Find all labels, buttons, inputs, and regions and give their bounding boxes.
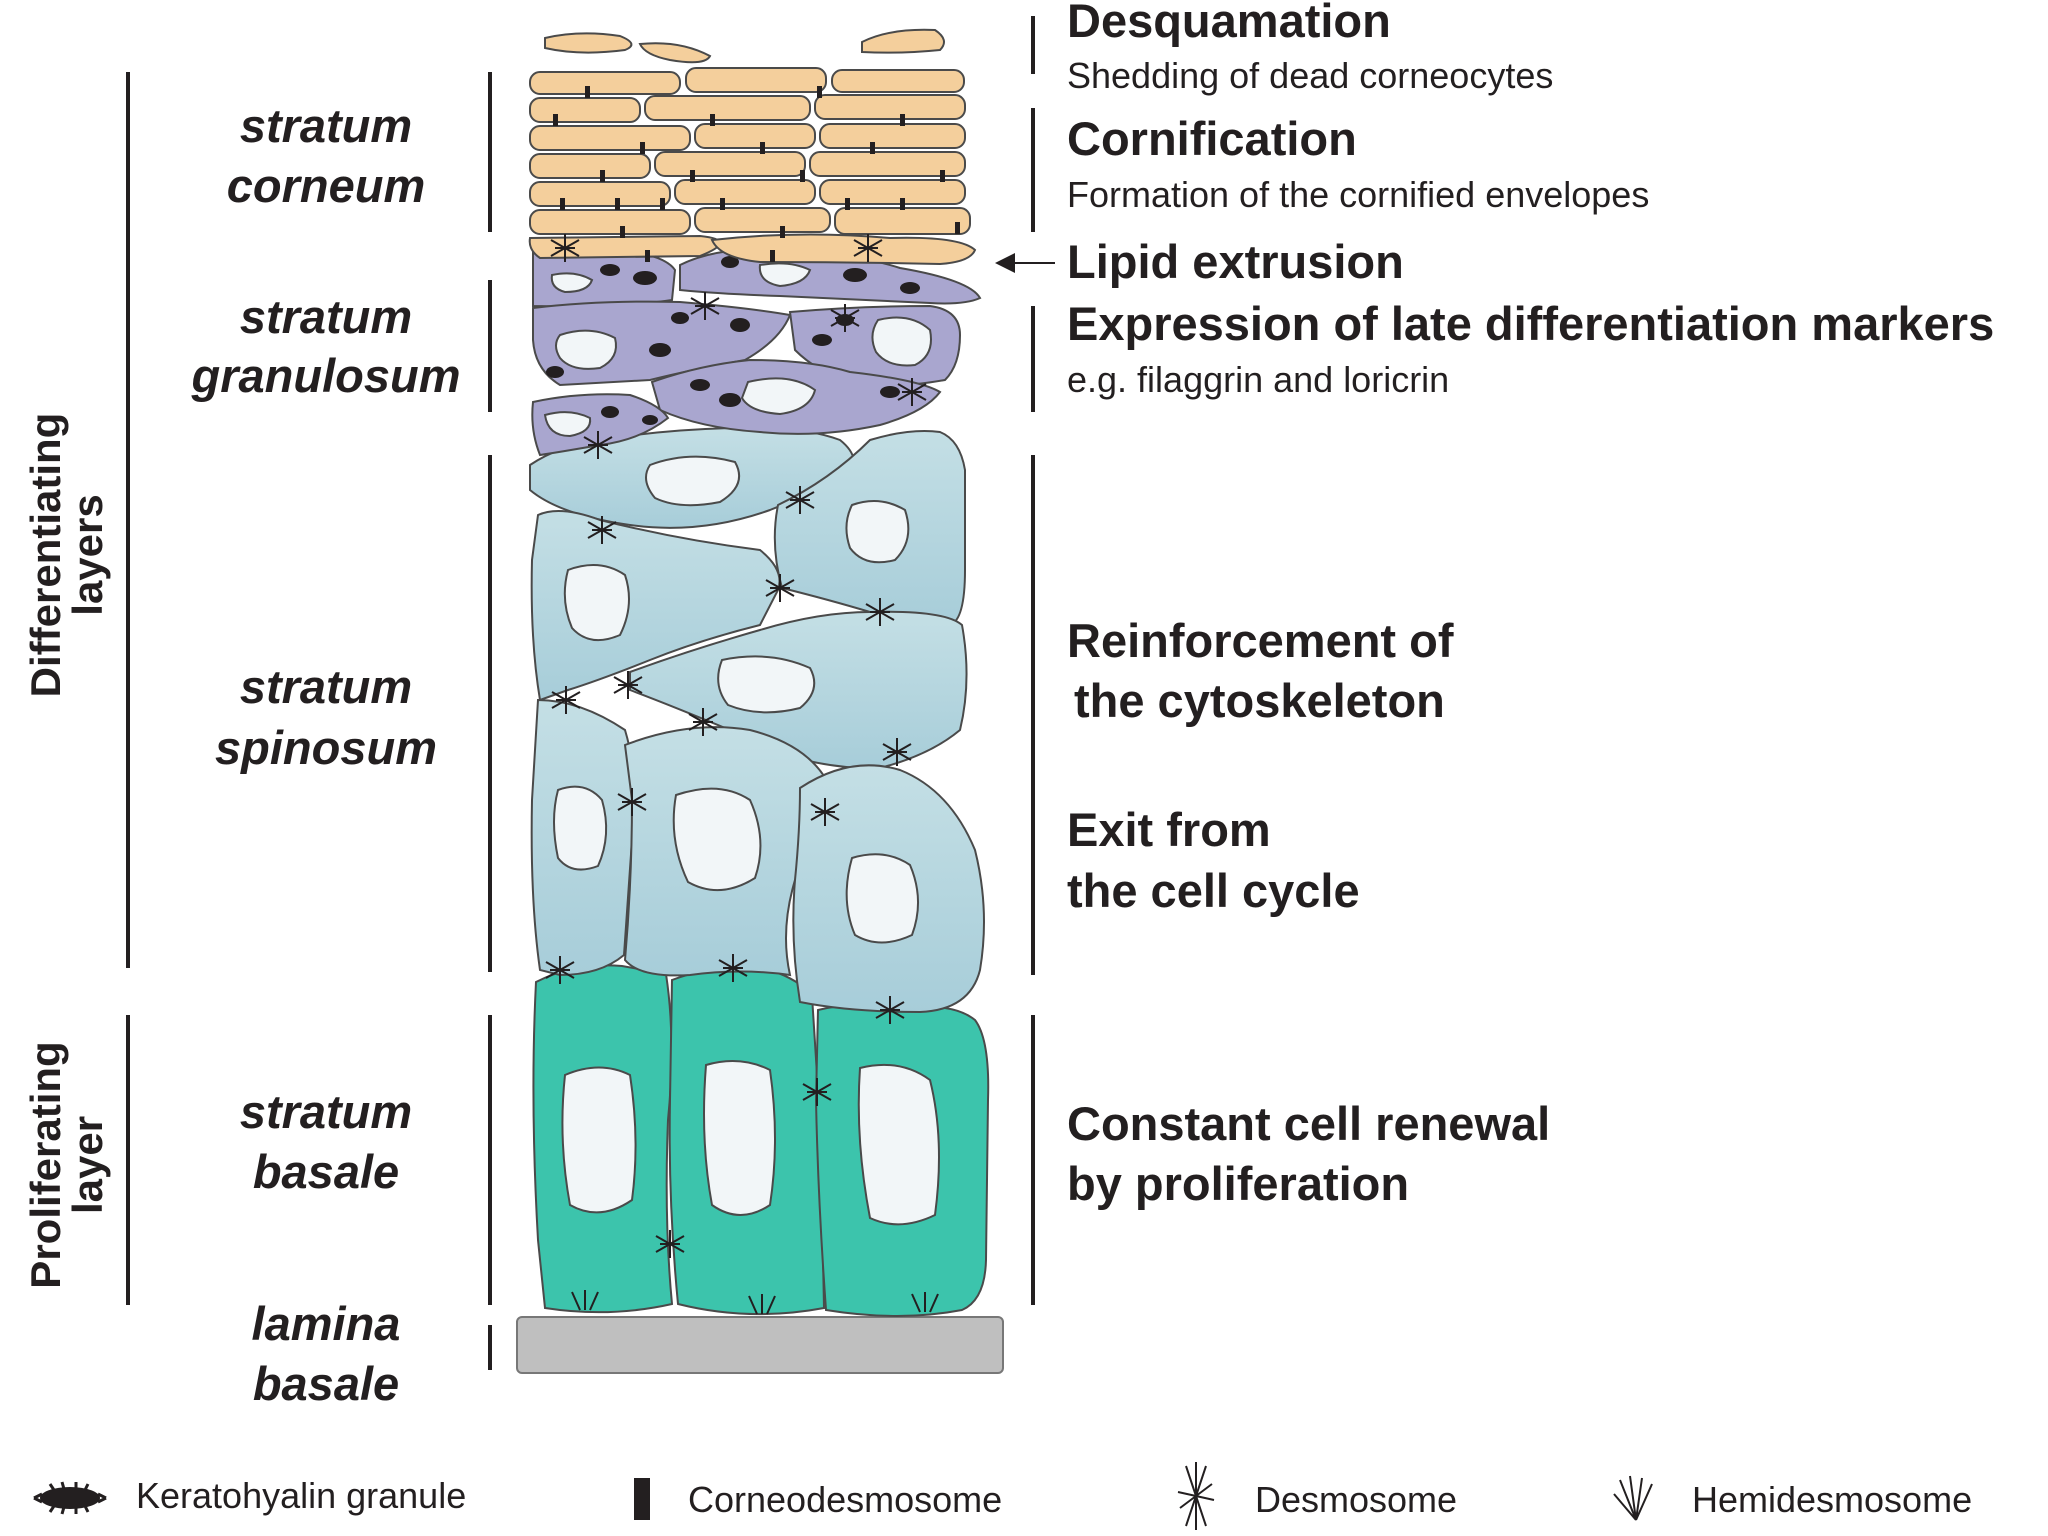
differentiating-layers-label: Differentiating layers [22, 413, 111, 698]
stratum-granulosum-cells [531, 247, 982, 457]
proliferating-layer-label: Proliferating layer [22, 1041, 111, 1288]
process-reinforcement-2: the cytoskeleton [1074, 674, 1445, 727]
layer-label-basale-2: basale [253, 1145, 399, 1198]
process-desquamation-subtitle: Shedding of dead corneocytes [1067, 55, 1553, 96]
corneodesmosome-icon [634, 1478, 650, 1520]
lamina-basale-bar [516, 1316, 1004, 1374]
corneodesmosomes [553, 86, 960, 262]
process-exit-1: Exit from [1067, 803, 1271, 856]
desmosome-icon [1177, 1462, 1215, 1530]
layer-label-basale-1: stratum [240, 1085, 412, 1138]
layer-label-granulosum-2: granulosum [191, 349, 461, 402]
legend-corneodesmosome-label: Corneodesmosome [688, 1479, 1002, 1520]
lipid-extrusion-arrow [995, 253, 1055, 273]
process-exit-2: the cell cycle [1067, 864, 1360, 917]
legend-hemidesmosome-label: Hemidesmosome [1692, 1479, 1972, 1520]
layer-label-granulosum-1: stratum [240, 290, 412, 343]
process-renewal-2: by proliferation [1067, 1157, 1409, 1210]
layer-label-spinosum-2: spinosum [215, 721, 437, 774]
process-cornification-title: Cornification [1067, 112, 1357, 165]
stratum-basale-cells [532, 964, 990, 1317]
legend: Keratohyalin granule Corneodesmosome Des… [33, 1462, 1972, 1530]
proliferating-label-line1: Proliferating [22, 1041, 69, 1288]
stratum-spinosum-cells [529, 426, 985, 1014]
hemidesmosome-icon [1613, 1475, 1653, 1521]
stratum-corneum-cells [528, 28, 977, 266]
process-expression-title: Expression of late differentiation marke… [1067, 297, 1994, 350]
process-renewal-1: Constant cell renewal [1067, 1097, 1550, 1150]
proliferating-label-line2: layer [64, 1116, 111, 1214]
differentiating-label-line2: layers [64, 494, 111, 615]
legend-keratohyalin-label: Keratohyalin granule [136, 1475, 466, 1516]
process-cornification-subtitle: Formation of the cornified envelopes [1067, 174, 1649, 215]
keratohyalin-granule-icon [33, 1481, 107, 1515]
layer-label-corneum-2: corneum [227, 159, 426, 212]
process-expression-subtitle: e.g. filaggrin and loricrin [1067, 359, 1449, 400]
process-desquamation-title: Desquamation [1067, 0, 1391, 47]
process-reinforcement-1: Reinforcement of [1067, 614, 1454, 667]
process-lipid-extrusion: Lipid extrusion [1067, 235, 1404, 288]
hemidesmosomes [571, 1290, 939, 1315]
differentiating-label-line1: Differentiating [22, 413, 69, 698]
layer-label-lamina-2: basale [253, 1357, 399, 1410]
layer-label-corneum-1: stratum [240, 99, 412, 152]
layer-label-spinosum-1: stratum [240, 660, 412, 713]
legend-desmosome-label: Desmosome [1255, 1479, 1457, 1520]
layer-label-lamina-1: lamina [252, 1297, 401, 1350]
desmosomes [545, 234, 927, 1258]
